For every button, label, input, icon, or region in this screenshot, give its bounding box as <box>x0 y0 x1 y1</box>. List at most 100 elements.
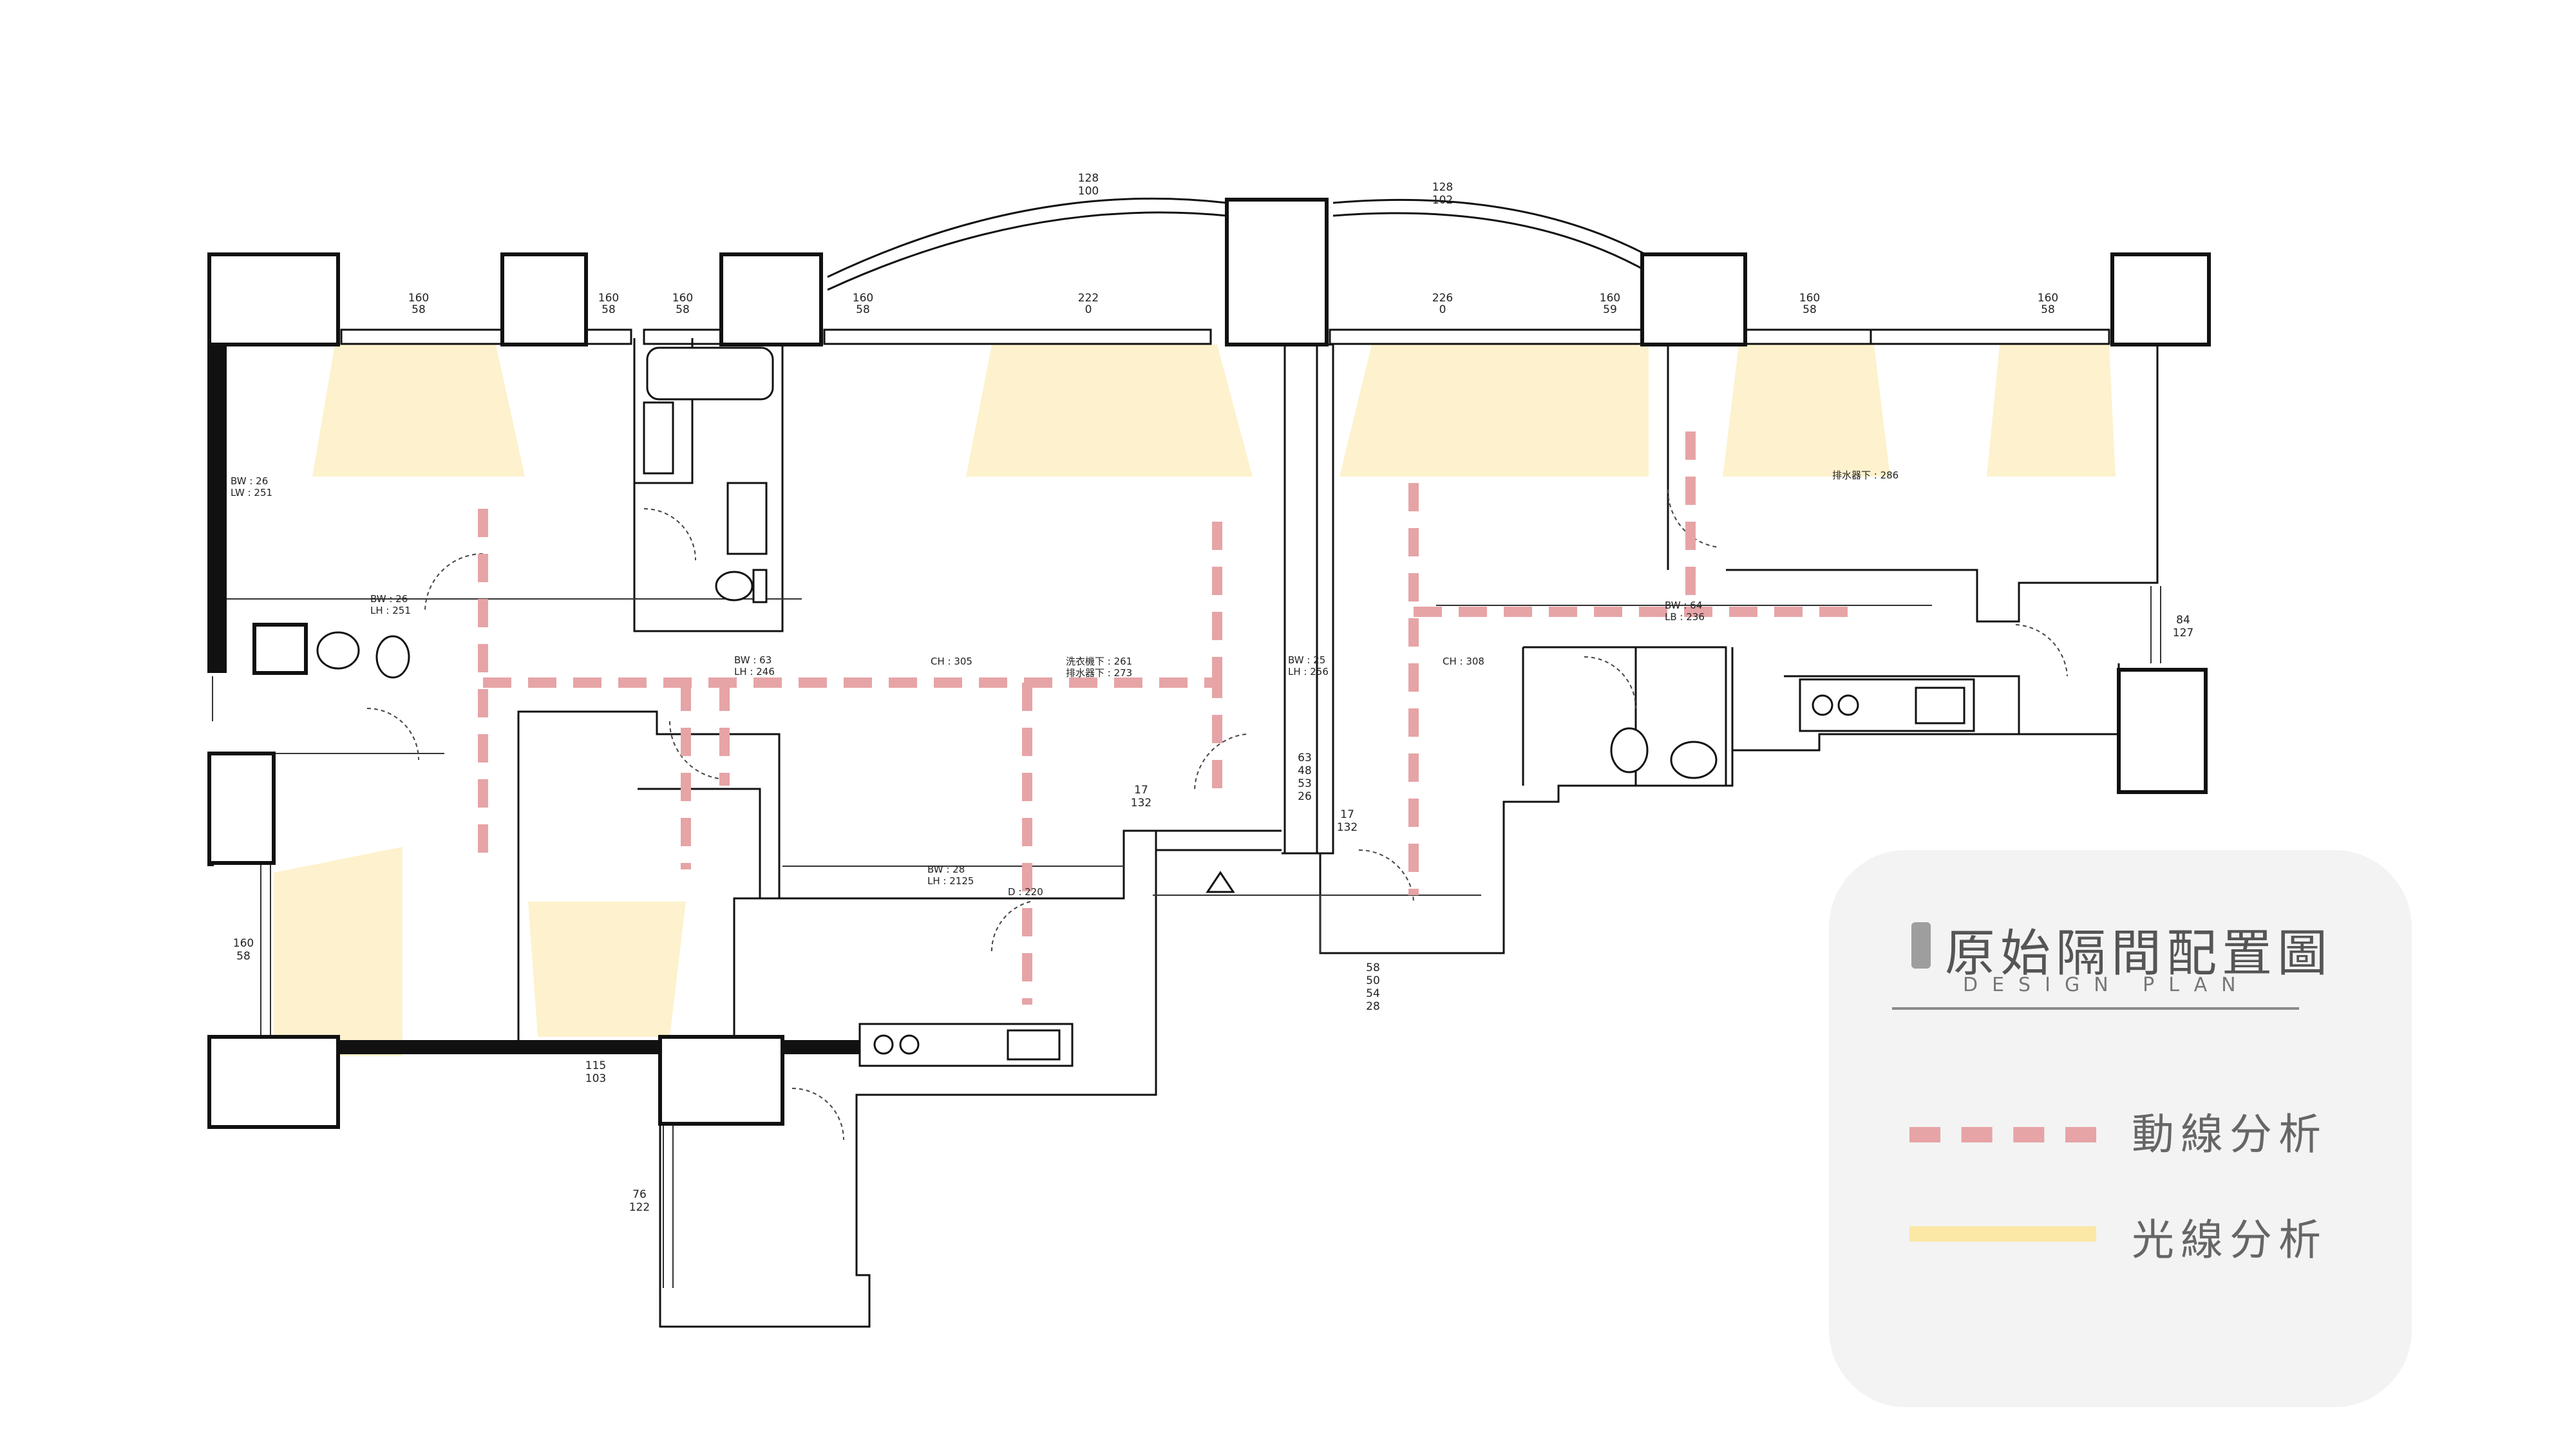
basin <box>316 631 360 670</box>
stack-dim: 58 <box>1366 961 1380 974</box>
fixtures <box>316 346 1975 1067</box>
side-dim-top: 17 <box>1134 784 1148 797</box>
stove-burner <box>1812 694 1833 716</box>
circulation-line <box>483 677 1222 805</box>
side-dim-bottom: 58 <box>236 950 251 963</box>
room-note: 排水器下 : 286 <box>1832 469 1899 481</box>
window-dim-top: 160 <box>1799 292 1820 305</box>
pillar <box>207 1035 340 1129</box>
circulation-legend-swatch <box>1909 1127 2096 1142</box>
window-dim-bottom: 58 <box>856 303 870 316</box>
window-dim-bottom: 0 <box>1439 303 1446 316</box>
pillar <box>658 1035 784 1126</box>
stack-dim: 63 <box>1298 752 1312 764</box>
dimension-labels: 160 58 160 58 160 58 160 58 222 0 226 0 … <box>231 172 2193 1214</box>
window-dim-top: 160 <box>672 292 693 305</box>
side-dim-top: 115 <box>585 1059 606 1072</box>
window-dim-top: 160 <box>1600 292 1620 305</box>
room-note: LB : 236 <box>1665 611 1705 623</box>
stack-dim: 53 <box>1298 777 1312 790</box>
daylight-zone <box>528 902 686 1037</box>
side-dim-bottom: 127 <box>2173 627 2193 639</box>
toilet <box>375 635 410 679</box>
pillar <box>500 252 588 346</box>
pillar <box>252 623 308 675</box>
title-marker <box>1911 922 1931 969</box>
pillars <box>207 198 2211 1129</box>
room-note: LW : 251 <box>231 487 272 498</box>
legend-subtitle: DESIGN PLAN <box>1963 974 2250 996</box>
entrance-marker <box>1206 871 1235 893</box>
room-note: BW : 28 <box>927 864 965 875</box>
window-dim-bottom: 0 <box>1085 303 1092 316</box>
stove-burner <box>1837 694 1859 716</box>
daylight-zone <box>1723 345 1890 477</box>
stove-burner <box>899 1034 920 1055</box>
room-note: LH : 2125 <box>927 875 974 887</box>
room-note: BW : 25 <box>1288 654 1325 666</box>
pillar <box>1225 198 1329 346</box>
window-dim-top: 226 <box>1432 292 1453 305</box>
stack-dim: 54 <box>1366 987 1380 1000</box>
stack-dim: 28 <box>1366 1000 1380 1013</box>
toilet <box>1610 727 1649 773</box>
daylight-zone <box>274 847 402 1056</box>
window-dim-bottom: 58 <box>1803 303 1817 316</box>
bathtub <box>646 346 774 401</box>
window-dim-top: 222 <box>1078 292 1099 305</box>
room-note: BW : 26 <box>370 593 408 605</box>
circulation-path <box>478 431 1855 1005</box>
room-note: BW : 26 <box>231 475 268 487</box>
window-dim-top: 160 <box>598 292 619 305</box>
side-dim-top: 76 <box>632 1188 647 1201</box>
pillar <box>719 252 823 346</box>
daylight-legend-label: 光線分析 <box>2132 1215 2327 1265</box>
room-note: BW : 64 <box>1665 600 1702 611</box>
window-dim-bottom: 58 <box>601 303 616 316</box>
toilet-tank <box>752 569 768 603</box>
side-dim-bottom: 122 <box>629 1201 650 1214</box>
vanity <box>726 482 768 555</box>
basin <box>1670 741 1718 779</box>
window-dim-bottom: 58 <box>412 303 426 316</box>
side-dim-bottom: 132 <box>1131 797 1151 810</box>
daylight-legend-swatch <box>1909 1226 2096 1242</box>
legend-card: 原始隔間配置圖 DESIGN PLAN 動線分析 光線分析 <box>1829 850 2412 1407</box>
room-note: BW : 63 <box>734 654 772 666</box>
pillar <box>1640 252 1747 346</box>
room-note: LH : 246 <box>734 666 775 677</box>
circulation-legend-label: 動線分析 <box>2132 1110 2327 1159</box>
pillar <box>207 752 276 865</box>
balcony-arc <box>827 197 1653 291</box>
window-dim-top: 160 <box>853 292 873 305</box>
pillar <box>2110 252 2211 346</box>
pillar <box>207 252 340 346</box>
room-note: CH : 308 <box>1443 656 1484 667</box>
stack-dim: 48 <box>1298 764 1312 777</box>
daylight-zones <box>274 345 2116 1056</box>
room-note: CH : 305 <box>931 656 972 667</box>
sink <box>1007 1029 1061 1061</box>
daylight-zone <box>966 345 1253 477</box>
stack-dim: 26 <box>1298 790 1312 803</box>
legend-title: 原始隔間配置圖 <box>1945 925 2333 983</box>
room-note: 洗衣機下 : 261 <box>1066 656 1132 667</box>
side-dim-top: 160 <box>233 937 254 950</box>
daylight-zone <box>1340 345 1649 477</box>
toilet <box>715 571 753 601</box>
room-note: D : 220 <box>1008 886 1043 898</box>
divider <box>1892 1007 2299 1010</box>
arc-dim-top: 128 <box>1432 181 1453 194</box>
room-note: LH : 256 <box>1288 666 1329 677</box>
arc-dim-bottom: 100 <box>1078 185 1099 198</box>
daylight-zone <box>1987 345 2116 477</box>
arc-dim-bottom: 102 <box>1432 194 1453 207</box>
arc-dim-top: 128 <box>1078 172 1099 185</box>
window-dim-top: 160 <box>2038 292 2058 305</box>
shower-box <box>643 401 674 475</box>
side-dim-top: 17 <box>1340 808 1354 821</box>
stack-dim: 50 <box>1366 974 1380 987</box>
window-dim-bottom: 58 <box>676 303 690 316</box>
side-dim-top: 84 <box>2176 614 2190 627</box>
